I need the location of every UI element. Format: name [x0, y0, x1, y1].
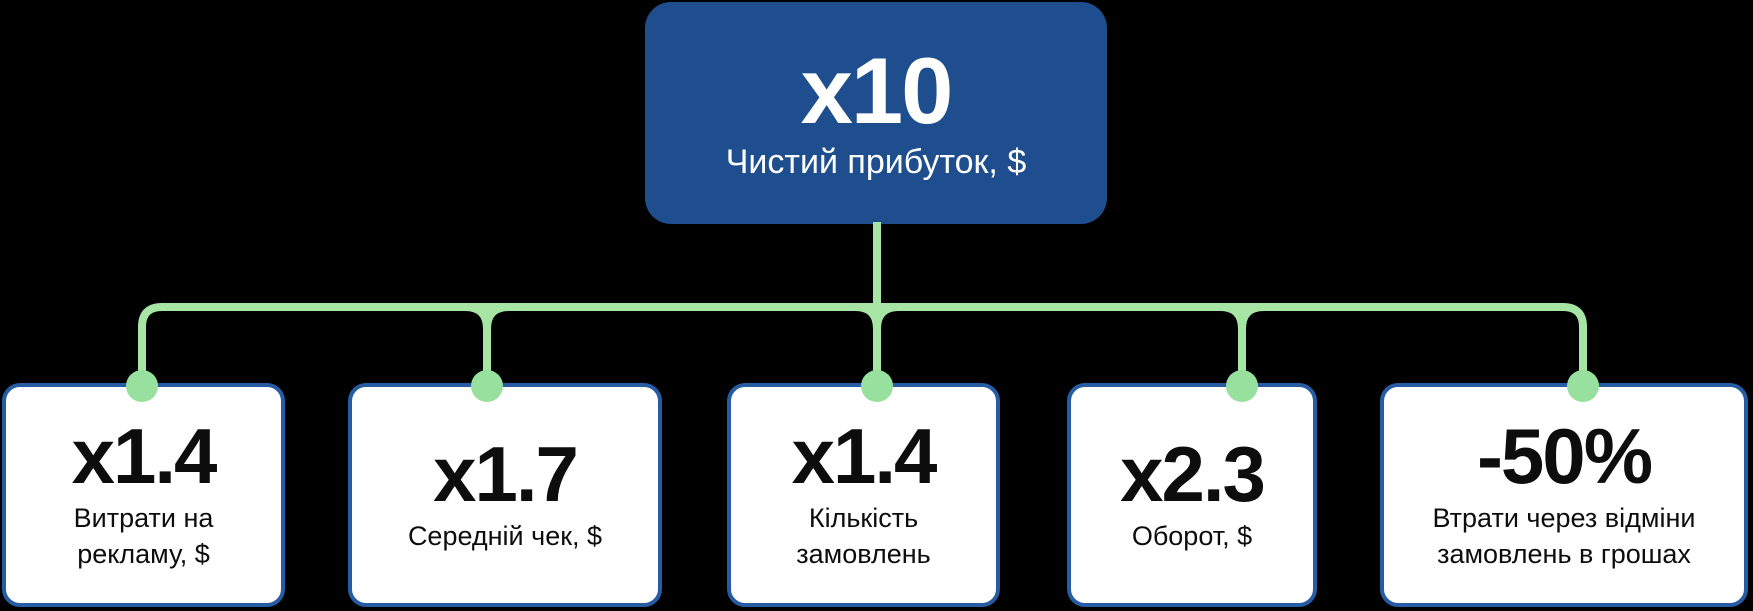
factor-label: Оборот, $ [1131, 521, 1253, 552]
factor-label: Втрати через відміни замовлень в грошах [1432, 503, 1696, 569]
root-value: x10 [800, 37, 954, 143]
factor-value: x1.7 [433, 430, 579, 519]
root-label: Чистий прибуток, $ [725, 142, 1027, 181]
factor-value: x1.4 [791, 412, 938, 501]
card-cancellation-losses: -50% Втрати через відміни замовлень в гр… [1380, 383, 1748, 607]
factor-label: Кількість замовлень [796, 503, 931, 569]
factor-value: x1.4 [71, 412, 218, 501]
card-order-count: x1.4 Кількість замовлень [727, 383, 1000, 607]
factor-label: Витрати на рекламу, $ [73, 503, 214, 569]
factor-label: Середній чек, $ [407, 521, 603, 552]
connector-lines [138, 222, 1587, 388]
card-ad-spend: x1.4 Витрати на рекламу, $ [2, 383, 285, 607]
card-turnover: x2.3 Оборот, $ [1067, 383, 1317, 607]
factor-value: -50% [1476, 412, 1653, 501]
card-avg-check: x1.7 Середній чек, $ [348, 383, 662, 607]
factor-value: x2.3 [1120, 430, 1266, 519]
root-node: x10 Чистий прибуток, $ [645, 2, 1107, 224]
